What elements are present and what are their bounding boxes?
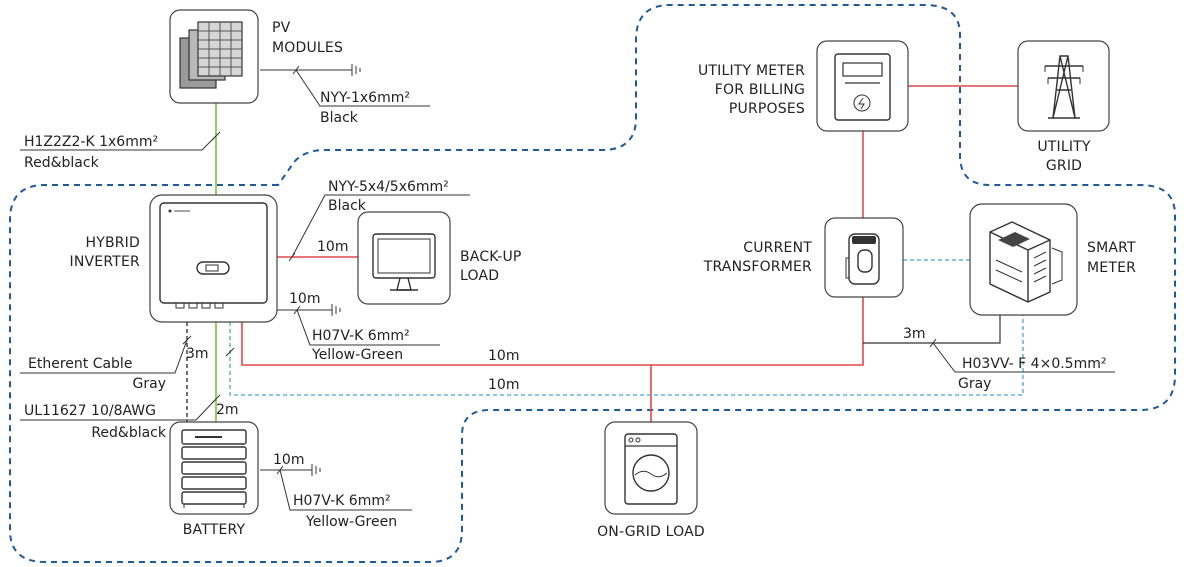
on-grid-load-box <box>604 421 698 515</box>
inverter-ground-color: Yellow-Green <box>311 347 403 363</box>
hybrid-inverter-label-2: INVERTER <box>70 254 141 270</box>
battery-box <box>169 421 259 515</box>
meter-comm-spec: H03VV- F 4×0.5mm² <box>962 356 1106 372</box>
battery-ground-color: Yellow-Green <box>305 514 397 530</box>
pv-ground-line <box>260 64 361 76</box>
inverter-ground-line <box>277 304 341 316</box>
ac-main-length: 10m <box>488 348 519 364</box>
washing-machine-icon <box>624 433 678 505</box>
backup-leader <box>291 194 470 258</box>
din-rail-meter-icon <box>989 221 1063 303</box>
hybrid-inverter-label-1: HYBRID <box>85 235 140 251</box>
ethernet-cable-spec: Etherent Cable <box>28 356 132 372</box>
utility-grid-box <box>1017 40 1110 132</box>
utility-grid-label-2: GRID <box>1046 158 1082 174</box>
ethernet-cable-length: 3m <box>186 346 209 362</box>
backup-load-label-1: BACK-UP <box>460 249 522 265</box>
battery-dc-length: 2m <box>216 402 239 418</box>
battery-label: BATTERY <box>183 522 246 538</box>
comm-main-length: 10m <box>488 377 519 393</box>
battery-ground-spec: H07V-K 6mm² <box>293 493 391 509</box>
pv-modules-label-1: PV <box>272 20 291 36</box>
on-grid-load-label: ON-GRID LOAD <box>597 524 705 540</box>
battery-dc-spec: UL11627 10/8AWG <box>24 403 156 419</box>
battery-dc-leader <box>20 398 217 421</box>
battery-icon <box>181 429 247 508</box>
inverter-ground-leader <box>296 309 440 346</box>
ethernet-cable-color: Gray <box>133 376 166 392</box>
current-transformer-icon <box>845 233 880 285</box>
inverter-icon <box>159 202 268 309</box>
current-transformer-box <box>824 217 904 298</box>
utility-meter-label-1: UTILITY METER <box>698 63 805 79</box>
pv-dc-cable-color: Red&black <box>24 155 100 171</box>
pv-modules-box <box>169 9 259 104</box>
ac-main-cable <box>241 297 864 366</box>
battery-ground-leader <box>279 469 412 511</box>
pv-modules-label-2: MODULES <box>272 40 343 56</box>
pv-dc-leader <box>20 135 217 151</box>
utility-meter-label-2: FOR BILLING <box>715 82 805 98</box>
backup-load-box <box>357 211 451 305</box>
backup-cable-color: Black <box>328 198 367 214</box>
transmission-tower-icon <box>1044 55 1084 119</box>
pv-ground-cable-color: Black <box>320 110 359 126</box>
utility-grid-label-1: UTILITY <box>1037 139 1091 155</box>
meter-comm-color: Gray <box>958 376 991 392</box>
inverter-ground-spec: H07V-K 6mm² <box>312 328 410 344</box>
backup-load-label-2: LOAD <box>460 268 499 284</box>
hybrid-inverter-box <box>149 194 278 323</box>
pv-ground-cable-spec: NYY-1x6mm² <box>320 90 410 106</box>
smart-meter-label-2: METER <box>1087 260 1136 276</box>
meter-comm-length: 3m <box>903 326 926 342</box>
monitor-icon <box>372 233 436 291</box>
smart-meter-feed <box>863 315 1001 344</box>
solar-panel-icon <box>179 21 243 89</box>
meter-comm-leader <box>932 342 1115 373</box>
utility-meter-box <box>816 40 909 132</box>
smart-meter-label-1: SMART <box>1087 240 1136 256</box>
battery-dc-color: Red&black <box>91 425 167 441</box>
battery-ground-line <box>260 464 321 476</box>
backup-cable-length: 10m <box>317 239 348 255</box>
current-transformer-label-2: TRANSFORMER <box>703 259 812 275</box>
comm-main-cable <box>229 315 1024 396</box>
pv-ground-leader <box>295 69 430 107</box>
current-transformer-label-1: CURRENT <box>743 240 812 256</box>
ethernet-leader <box>20 339 188 374</box>
inverter-ground-length: 10m <box>289 291 320 307</box>
pv-dc-cable-spec: H1Z2Z2-K 1x6mm² <box>24 134 158 150</box>
utility-meter-label-3: PURPOSES <box>729 101 805 117</box>
smart-meter-box <box>969 203 1078 316</box>
energy-meter-icon <box>834 53 891 121</box>
backup-cable-spec: NYY-5x4/5x6mm² <box>328 179 449 195</box>
battery-ground-length: 10m <box>273 452 304 468</box>
